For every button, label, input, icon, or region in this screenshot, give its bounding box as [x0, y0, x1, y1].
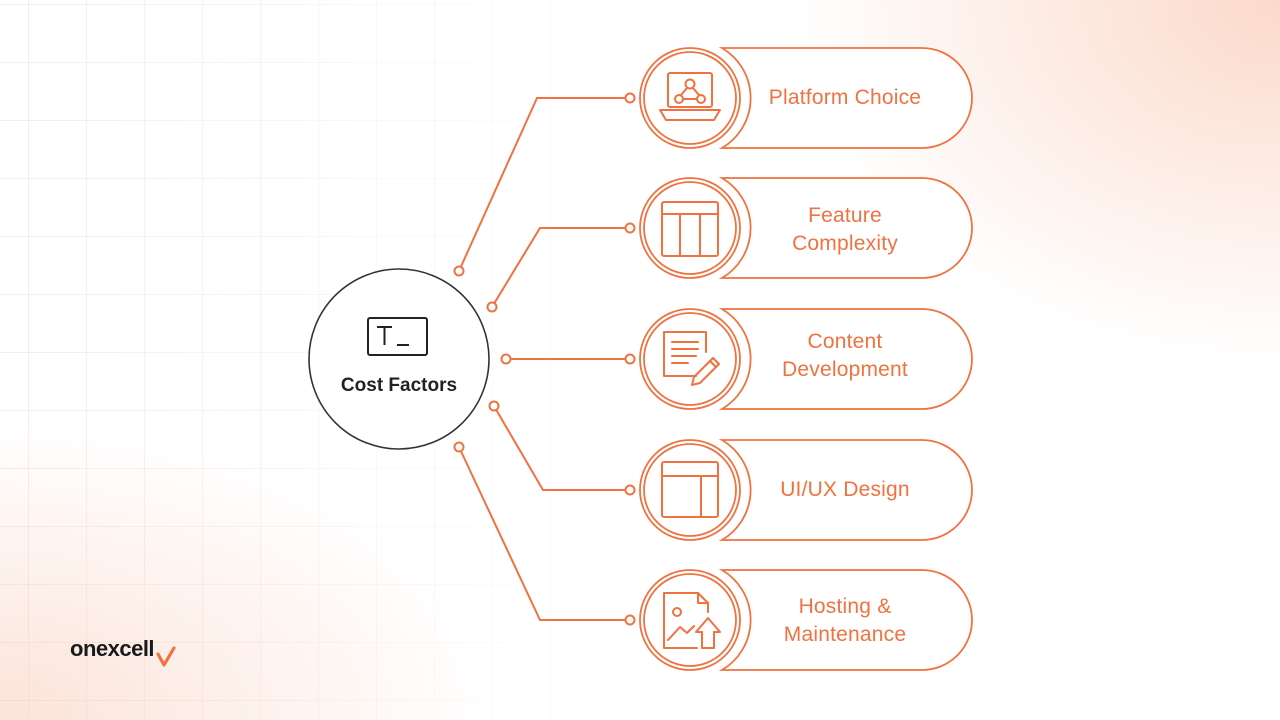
connector-dot: [624, 614, 636, 626]
connector-dot: [500, 353, 512, 365]
document-pen-icon: [663, 331, 720, 386]
connector-dot: [624, 92, 636, 104]
layout-icon: [661, 461, 719, 518]
connector-platform-choice: [458, 97, 630, 272]
user-network-laptop-icon: [659, 72, 721, 121]
connector-dot: [453, 441, 465, 453]
factor-label-content-development: Content Development: [782, 330, 908, 381]
connector-dot: [488, 400, 500, 412]
factor-label-ui-ux-design: UI/UX Design: [780, 478, 910, 501]
connector-dot: [486, 301, 498, 313]
connector-dot: [453, 265, 465, 277]
factor-label-platform-choice: Platform Choice: [768, 86, 922, 109]
connector-feature-complexity: [491, 227, 630, 308]
image-upload-icon: [663, 592, 721, 649]
connector-hosting-maintenance: [458, 446, 630, 621]
terminal-icon: [367, 317, 428, 356]
factor-pill-4: [639, 439, 973, 541]
connector-ui-ux-design: [493, 405, 630, 491]
connector-dot: [624, 484, 636, 496]
connector-dot: [624, 353, 636, 365]
center-node: [308, 268, 490, 450]
center-label: Cost Factors: [340, 375, 458, 396]
brand-logo: onexcell: [70, 636, 176, 667]
connector-dot: [624, 222, 636, 234]
factor-label-feature-complexity: Feature Complexity: [792, 204, 898, 255]
checkmark-icon: [156, 646, 176, 667]
columns-layout-icon: [661, 201, 719, 257]
factor-label-hosting-maintenance: Hosting & Maintenance: [783, 595, 907, 646]
